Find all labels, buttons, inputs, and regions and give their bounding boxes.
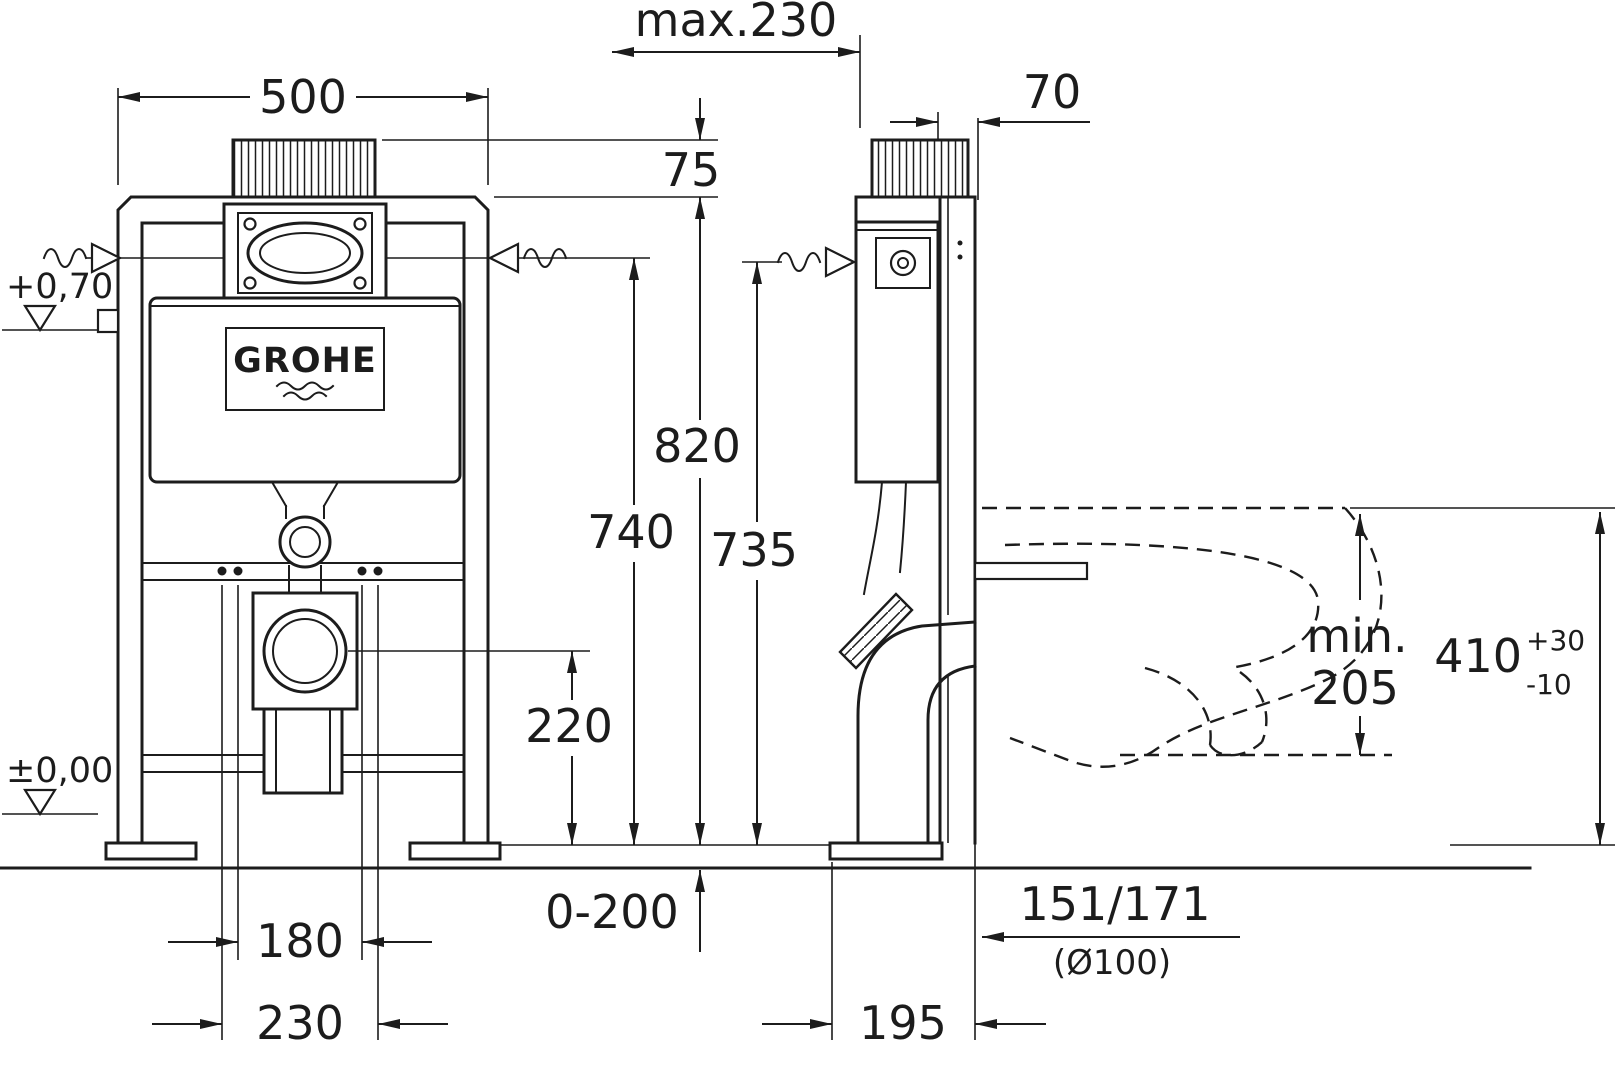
wc-mounting-bar — [973, 561, 1089, 581]
level-floor-icon — [23, 788, 57, 817]
threaded-rods-front — [231, 138, 377, 199]
brand-waves-icon — [275, 381, 335, 391]
dim-bowl-height: 410 — [1434, 629, 1522, 683]
dim-outlet-diameter: (Ø100) — [1053, 943, 1171, 983]
foot-plate-left — [104, 841, 198, 861]
fixing-strap — [838, 592, 914, 670]
inlet-arrow-side-icon — [824, 246, 857, 278]
wc-bowl-outline — [982, 506, 1392, 768]
cistern-front: GROHE — [148, 296, 462, 484]
level-upper-label: +0,70 — [6, 267, 113, 307]
dimensions: 500 max.230 70 75 820 740 735 220 — [117, 0, 1615, 1050]
waste-outlet-front — [251, 591, 359, 795]
dim-min-value: 205 — [1311, 661, 1399, 715]
dim-max-depth: max.230 — [635, 0, 838, 47]
dim-front-width: 500 — [259, 70, 347, 124]
side-view — [828, 138, 1089, 1040]
dim-inlet-height-side: 735 — [710, 523, 798, 577]
dim-bowl-tol-plus: +30 — [1526, 624, 1585, 657]
brand-logo: GROHE — [233, 341, 377, 381]
cistern-side — [854, 220, 963, 484]
wall-anchor — [96, 308, 120, 334]
foot-plate-side — [828, 841, 944, 861]
flush-pipe-front — [270, 480, 340, 594]
dim-outlet-offset: 151/171 — [1019, 877, 1210, 931]
flush-pipe-side — [862, 480, 884, 596]
level-floor-label: ±0,00 — [6, 751, 113, 791]
flush-plate-frame — [222, 202, 388, 304]
dim-floor-range: 0-200 — [545, 885, 679, 939]
dim-bolt-outer: 230 — [256, 996, 344, 1050]
dim-bowl-tol-minus: -10 — [1526, 668, 1572, 701]
dim-bolt-inner: 180 — [256, 914, 344, 968]
dim-top-offset: 70 — [1023, 65, 1082, 119]
dim-base-depth: 195 — [859, 996, 947, 1050]
dim-rod-height: 75 — [662, 143, 721, 197]
dim-outlet-height: 220 — [525, 699, 613, 753]
threaded-rods-side — [870, 138, 970, 199]
level-marks: +0,70 ±0,00 — [2, 267, 116, 817]
water-inlet-arrows — [42, 242, 857, 278]
dim-frame-height: 820 — [653, 419, 741, 473]
floor-lines — [0, 844, 1615, 870]
dim-min-prefix: min. — [1306, 609, 1407, 663]
water-squiggle-icon — [42, 248, 88, 268]
inlet-arrow-right-icon — [487, 242, 520, 274]
foot-plate-right — [408, 841, 502, 861]
level-upper-icon — [23, 304, 57, 333]
dim-inlet-height-front: 740 — [587, 505, 675, 559]
water-squiggle-icon — [522, 248, 568, 268]
outlet-elbow — [856, 620, 977, 845]
inlet-arrow-left-icon — [90, 242, 123, 274]
water-squiggle-icon — [776, 252, 822, 272]
